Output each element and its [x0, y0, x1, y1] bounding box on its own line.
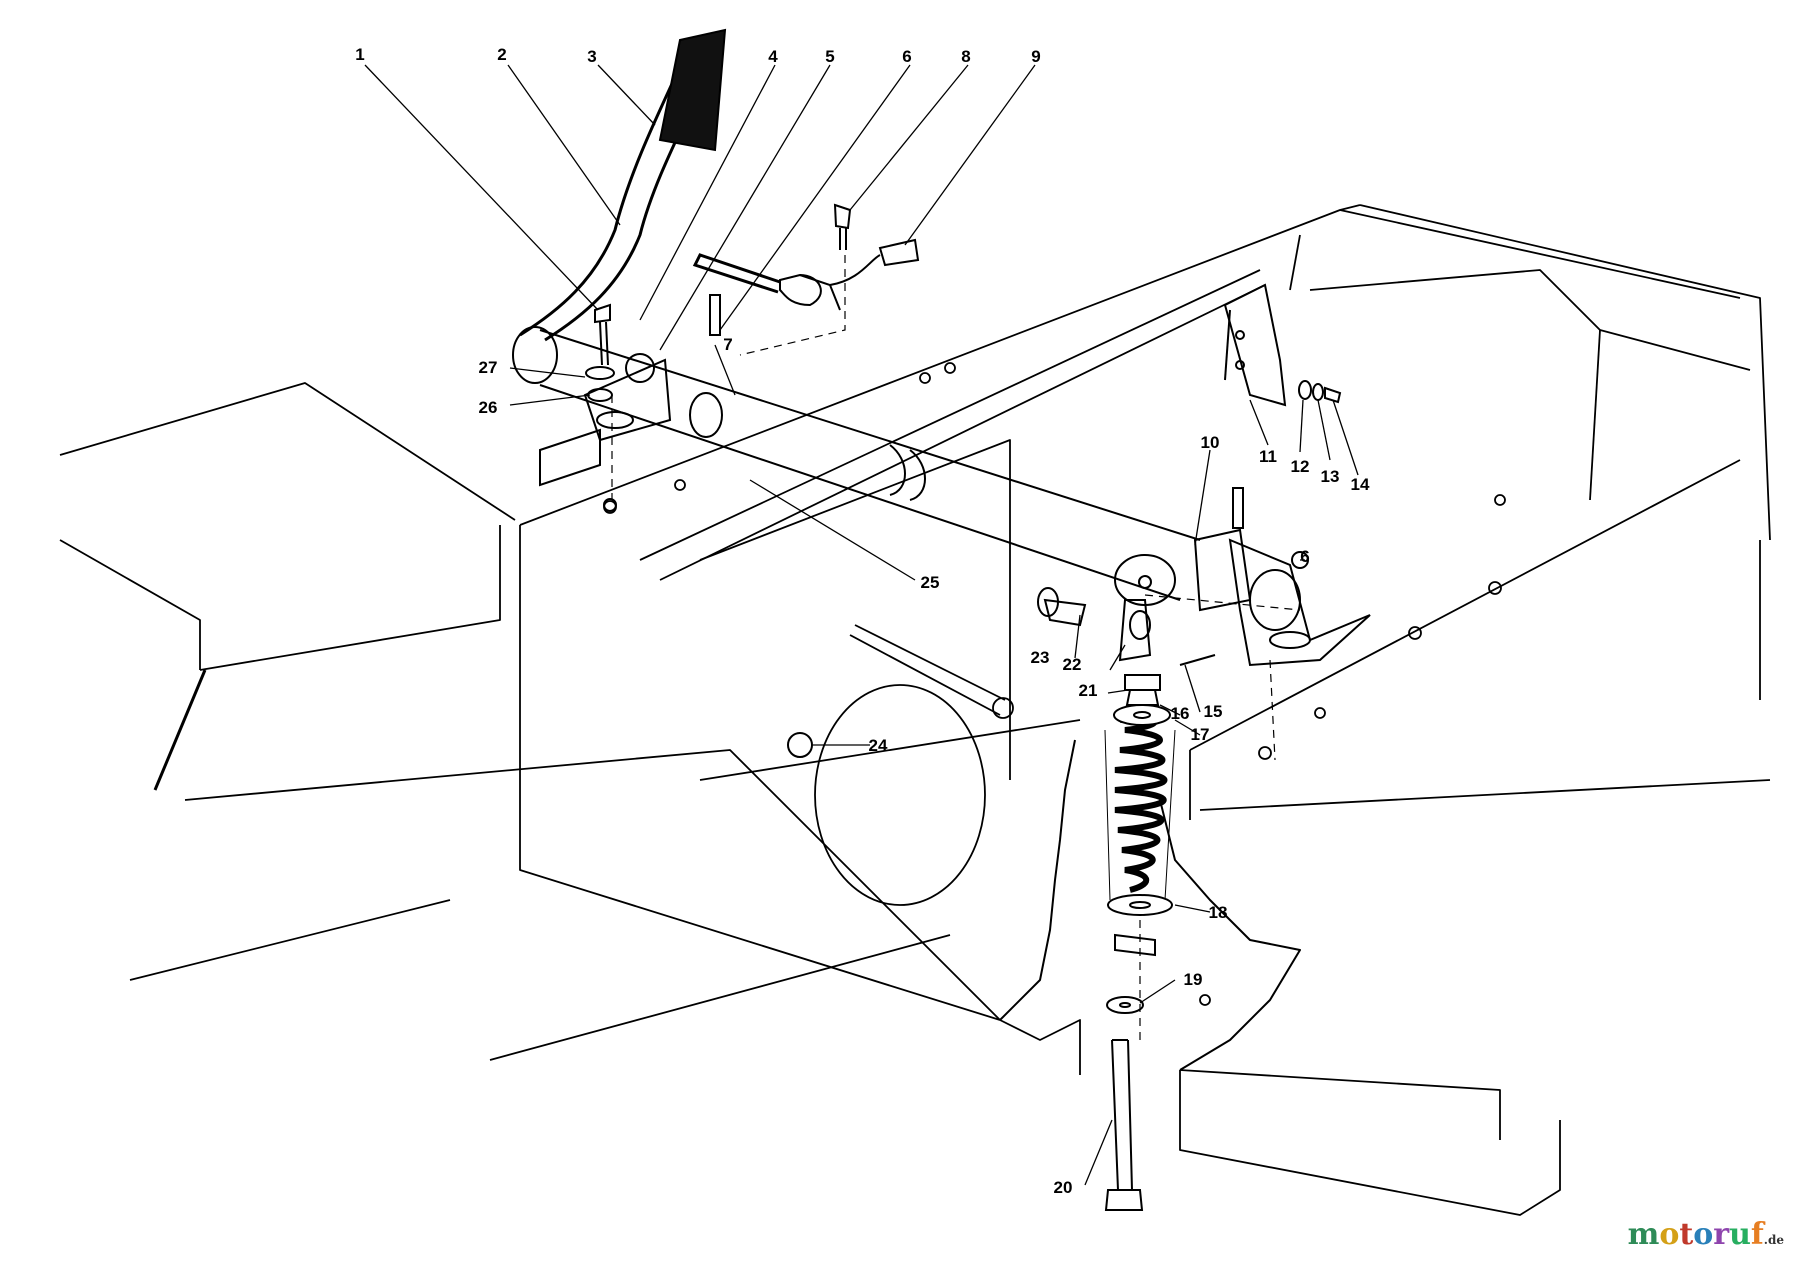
- callout-label-20: 20: [1054, 1178, 1073, 1197]
- callout-label-1: 1: [355, 45, 364, 64]
- callout-label-18: 18: [1209, 903, 1228, 922]
- mower-deck-outline: [59, 204, 1771, 1216]
- callout-label-7: 7: [723, 335, 732, 354]
- callout-label-11: 11: [1259, 447, 1277, 466]
- watermark-letter: o: [1659, 1217, 1680, 1252]
- callout-label-2: 2: [497, 45, 506, 64]
- callout-label-5: 5: [825, 47, 834, 66]
- leader-lines: [364, 64, 1359, 1186]
- watermark-suffix: .de: [1763, 1233, 1784, 1247]
- callout-label-14: 14: [1351, 475, 1370, 494]
- lift-mechanism: [512, 28, 1371, 1211]
- callout-label-22: 22: [1063, 655, 1082, 674]
- dashed-guides: [611, 255, 1301, 1040]
- callout-label-13: 13: [1321, 467, 1340, 486]
- watermark-letter: o: [1693, 1217, 1714, 1252]
- watermark-letters: motoruf: [1628, 1217, 1764, 1252]
- callout-label-23: 23: [1031, 648, 1050, 667]
- watermark-letter: u: [1729, 1217, 1751, 1252]
- watermark-logo: motoruf.de: [1628, 1217, 1784, 1252]
- watermark-letter: r: [1713, 1217, 1730, 1252]
- callout-label-27: 27: [479, 358, 498, 377]
- callout-label-24: 24: [869, 736, 888, 755]
- callout-label-10: 10: [1201, 433, 1220, 452]
- callout-label-12: 12: [1291, 457, 1310, 476]
- callout-label-25: 25: [921, 573, 940, 592]
- callout-label-15: 15: [1204, 702, 1223, 721]
- callout-label-19: 19: [1184, 970, 1203, 989]
- watermark-letter: t: [1679, 1217, 1694, 1252]
- callout-label-4: 4: [768, 47, 778, 66]
- callout-label-6: 6: [902, 47, 911, 66]
- callout-label-16: 16: [1171, 704, 1190, 723]
- callout-label-26: 26: [479, 398, 498, 417]
- callout-label-3: 3: [587, 47, 596, 66]
- watermark-letter: f: [1750, 1217, 1764, 1252]
- callout-label-17: 17: [1191, 725, 1210, 744]
- callout-label-6b: 6: [1300, 547, 1309, 566]
- callout-label-8: 8: [961, 47, 970, 66]
- callout-label-9: 9: [1031, 47, 1040, 66]
- callout-label-21: 21: [1079, 681, 1098, 700]
- watermark-letter: m: [1627, 1217, 1660, 1252]
